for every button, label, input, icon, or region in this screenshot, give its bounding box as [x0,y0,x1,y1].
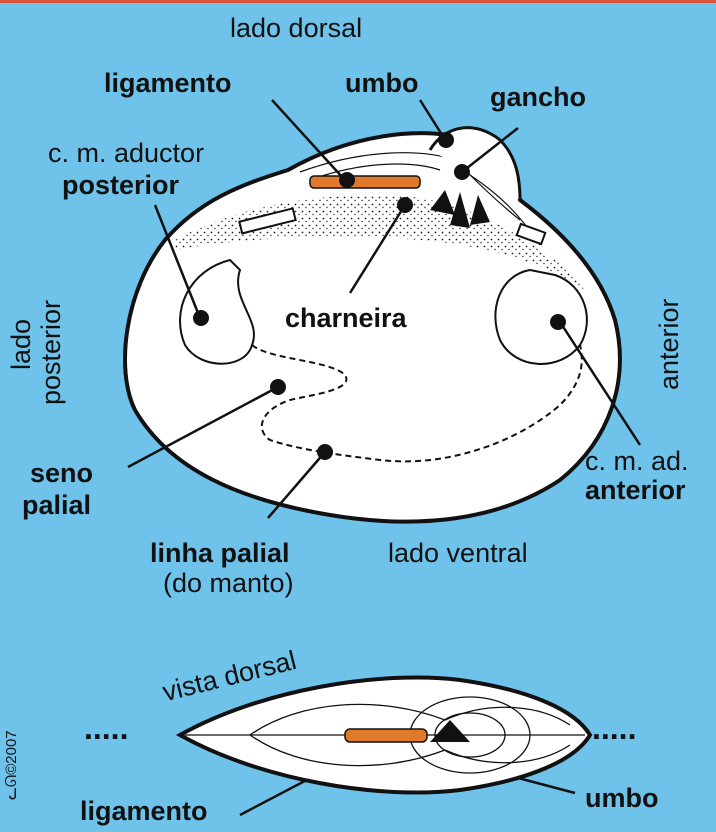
label-dots-right: ..... [592,712,636,744]
label-copyright: ᓚᘏ©2007 [4,730,19,800]
label-anterior-side: anterior [656,298,683,390]
label-seno: seno [30,460,93,487]
top-border [0,0,716,3]
label-lado-ventral: lado ventral [388,540,528,567]
label-lado-posterior: posterior [38,300,65,405]
label-umbo: umbo [345,70,419,97]
ligament-lower [345,729,427,742]
label-charneira: charneira [285,305,407,332]
label-ligamento: ligamento [104,70,232,97]
label-umbo-lower: umbo [585,785,659,812]
label-anterior-bold: anterior [585,477,686,504]
label-lado-dorsal: lado dorsal [230,15,362,42]
label-ligamento-lower: ligamento [80,798,208,825]
label-gancho: gancho [490,84,586,111]
label-cm-ad: c. m. ad. [585,448,689,475]
label-dots-left: ..... [84,712,128,744]
label-do-manto: (do manto) [163,570,294,597]
label-cm-aductor: c. m. aductor [48,140,204,167]
label-lado: lado [8,319,35,370]
label-palial: palial [22,492,91,519]
label-linha-palial: linha palial [150,540,290,567]
label-posterior-bold: posterior [62,172,179,199]
ligament-upper [310,176,420,188]
